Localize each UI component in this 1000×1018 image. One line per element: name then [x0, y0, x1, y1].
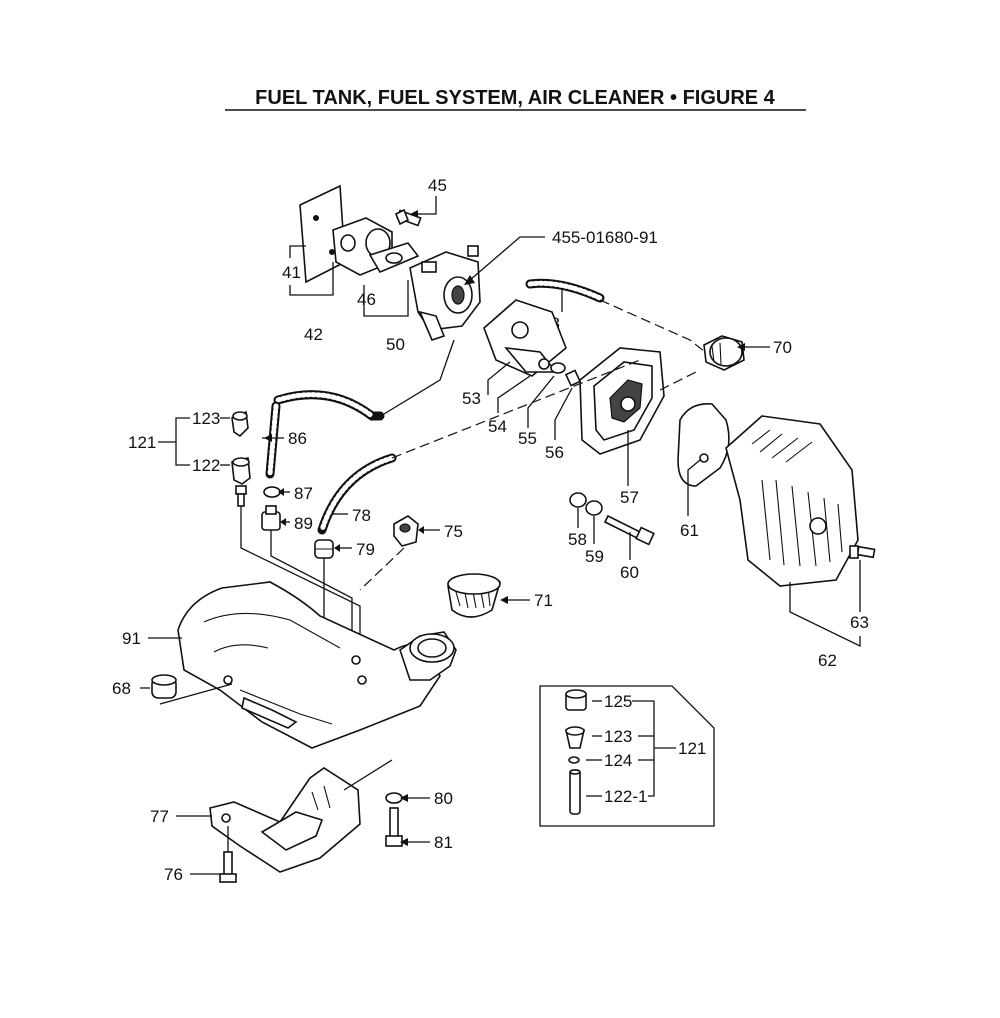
label-81: 81 — [434, 833, 453, 852]
label-61: 61 — [680, 521, 699, 540]
tank-bracket-77 — [209, 767, 361, 873]
air-filter-61 — [677, 403, 730, 487]
leader-53 — [487, 361, 511, 395]
inset-box-121 — [539, 685, 715, 827]
label-87: 87 — [294, 484, 313, 503]
label-70: 70 — [773, 338, 792, 357]
page-title: FUEL TANK, FUEL SYSTEM, AIR CLEANER • FI… — [255, 87, 776, 109]
label-62: 62 — [818, 651, 837, 670]
primer-bulb-70 — [703, 335, 745, 371]
label-46: 46 — [357, 290, 376, 309]
label-57: 57 — [620, 488, 639, 507]
label-50: 50 — [386, 335, 405, 354]
bolt-63 — [849, 545, 876, 559]
washer-59 — [585, 500, 603, 516]
grommet-79 — [314, 539, 334, 559]
label-42: 42 — [304, 325, 323, 344]
leader-54 — [497, 375, 531, 413]
label-53: 53 — [462, 389, 481, 408]
cap-123-left — [231, 410, 249, 438]
screw-45 — [394, 208, 422, 227]
label-45: 45 — [428, 176, 447, 195]
fuel-filter-89 — [261, 505, 281, 531]
bracket-121-left — [158, 417, 190, 466]
label-75: 75 — [444, 522, 463, 541]
label-55: 55 — [518, 429, 537, 448]
label-455-01680-91: 455-01680-91 — [552, 228, 658, 247]
tube-122-1 — [569, 769, 581, 815]
bracket-62 — [789, 582, 861, 648]
label-59: 59 — [585, 547, 604, 566]
label-122-1: 122-1 — [604, 787, 647, 806]
air-cleaner-base-57 — [579, 347, 665, 455]
fitting-122-left — [231, 456, 251, 507]
clamp-87 — [263, 486, 281, 498]
leader-45 — [418, 196, 437, 215]
label-122-left: 122 — [192, 456, 220, 475]
label-58: 58 — [568, 530, 587, 549]
line-68-to-tank — [159, 683, 233, 705]
label-56: 56 — [545, 443, 564, 462]
label-60: 60 — [620, 563, 639, 582]
label-125: 125 — [604, 692, 632, 711]
label-77: 77 — [150, 807, 169, 826]
label-76: 76 — [164, 865, 183, 884]
label-86: 86 — [288, 429, 307, 448]
line-80-to-bracket — [343, 759, 393, 791]
fuel-cap-71 — [447, 573, 501, 618]
washer-58 — [569, 492, 587, 508]
washer-55 — [550, 362, 566, 374]
bolt-81 — [385, 807, 403, 847]
bracket-41 — [289, 245, 306, 258]
label-41: 41 — [282, 263, 301, 282]
label-68: 68 — [112, 679, 131, 698]
fuel-tank-91 — [177, 581, 457, 749]
line-carb-to-hose — [383, 339, 455, 415]
label-121-right: 121 — [678, 739, 706, 758]
label-124: 124 — [604, 751, 632, 770]
leader-455 — [469, 236, 545, 281]
bolt-76 — [219, 851, 237, 883]
cushion-68 — [151, 674, 177, 699]
line-89-to-tank — [270, 530, 353, 660]
o-ring-124 — [568, 756, 580, 764]
bracket-42 — [289, 262, 334, 296]
label-123-right: 123 — [604, 727, 632, 746]
leader-55 — [527, 375, 555, 428]
leader-61 — [687, 459, 701, 516]
label-121-left: 121 — [128, 433, 156, 452]
dash-75-to-tank — [359, 547, 405, 591]
label-123-left: 123 — [192, 409, 220, 428]
dash-78-to-70 — [599, 299, 706, 353]
bracket-50 — [363, 280, 409, 317]
air-cleaner-cover-62 — [725, 415, 859, 587]
cap-123-right — [565, 726, 585, 749]
washer-80 — [385, 792, 403, 804]
label-63: 63 — [850, 613, 869, 632]
dash-plate-to-cover — [659, 369, 701, 391]
leader-56 — [554, 387, 573, 440]
carburetor-group — [299, 184, 481, 341]
bolt-60 — [603, 514, 655, 546]
fitting-125 — [565, 689, 587, 711]
label-80: 80 — [434, 789, 453, 808]
label-78-lower: 78 — [352, 506, 371, 525]
label-79: 79 — [356, 540, 375, 559]
spacer-56 — [564, 369, 582, 387]
vent-75 — [393, 515, 419, 547]
label-54: 54 — [488, 417, 507, 436]
label-89: 89 — [294, 514, 313, 533]
label-71: 71 — [534, 591, 553, 610]
carb-plate-53 — [483, 299, 567, 377]
label-91: 91 — [122, 629, 141, 648]
bracket-121-right — [632, 700, 676, 797]
